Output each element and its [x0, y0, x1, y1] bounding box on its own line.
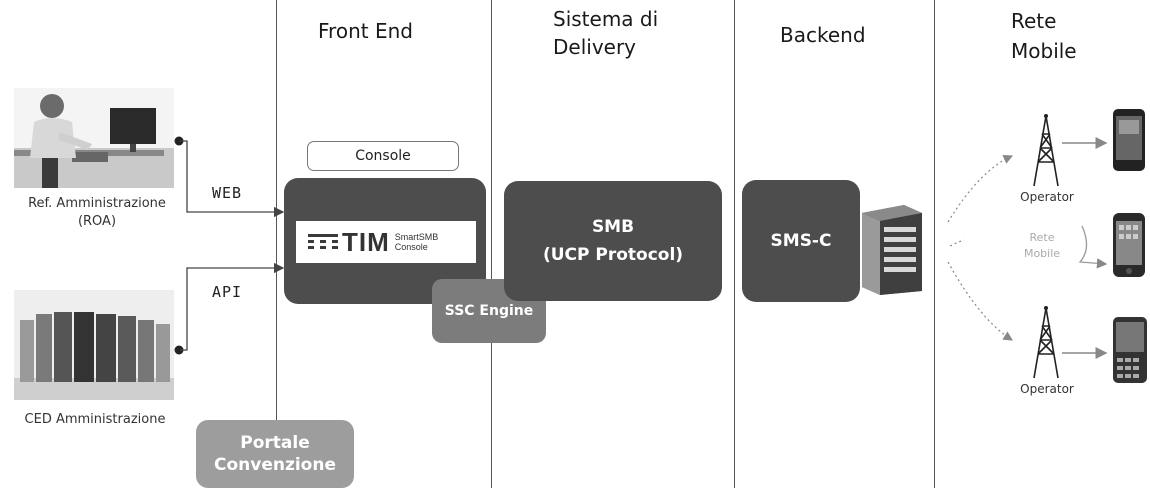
smb-box[interactable]: SMB (UCP Protocol) — [504, 181, 722, 301]
portale-convenzione-box[interactable]: Portale Convenzione — [196, 420, 354, 488]
console-tab-label: Console — [355, 148, 411, 164]
column-header-rete-line1: Rete — [1011, 9, 1057, 33]
tim-logo-mark-icon — [308, 234, 338, 249]
portale-label-line1: Portale — [240, 433, 310, 453]
roa-label-line1: Ref. Amministrazione — [28, 196, 166, 211]
connector-dot — [174, 136, 184, 146]
separator-line — [934, 0, 935, 488]
tim-logo-text: TIM — [342, 226, 390, 257]
server-tower-icon — [862, 205, 922, 295]
tim-logo: TIM SmartSMB Console — [296, 221, 476, 263]
phone-icon — [1113, 109, 1145, 171]
column-header-delivery-line2: Delivery — [553, 35, 637, 59]
data-center-image — [14, 290, 174, 400]
smb-label-line2: (UCP Protocol) — [542, 245, 684, 265]
rete-mobile-label-line2: Mobile — [1023, 247, 1061, 260]
smsc-label: SMS-C — [770, 231, 832, 251]
api-label: API — [212, 283, 243, 301]
ssc-engine-label: SSC Engine — [444, 303, 534, 319]
phone-icon — [1113, 317, 1147, 383]
smsc-box[interactable]: SMS-C — [742, 180, 860, 302]
antenna-tower-icon — [1033, 114, 1059, 187]
smb-label-line1: SMB — [591, 217, 635, 237]
web-label: WEB — [212, 184, 243, 202]
column-header-delivery-line1: Sistema di — [553, 7, 659, 31]
operator-label-bottom: Operator — [1020, 382, 1074, 396]
operator-label-top: Operator — [1020, 190, 1074, 204]
separator-line — [734, 0, 735, 488]
column-header-rete-line2: Mobile — [1011, 39, 1077, 63]
column-header-backend: Backend — [780, 23, 866, 47]
antenna-tower-icon — [1033, 306, 1059, 379]
connector-dot — [174, 345, 184, 355]
rete-mobile-label-line1: Rete — [1029, 231, 1055, 244]
console-tab[interactable]: Console — [307, 141, 459, 171]
separator-line — [491, 0, 492, 488]
roa-label-line2: (ROA) — [77, 214, 117, 229]
portale-label-line2: Convenzione — [213, 455, 336, 475]
separator-line — [276, 0, 277, 488]
tim-logo-sub2: Console — [394, 242, 428, 252]
phone-icon — [1113, 213, 1145, 277]
column-header-front-end: Front End — [318, 19, 413, 43]
ced-label: CED Amministrazione — [24, 412, 166, 427]
tim-logo-sub1: SmartSMB — [394, 232, 439, 242]
office-worker-image — [14, 88, 174, 188]
